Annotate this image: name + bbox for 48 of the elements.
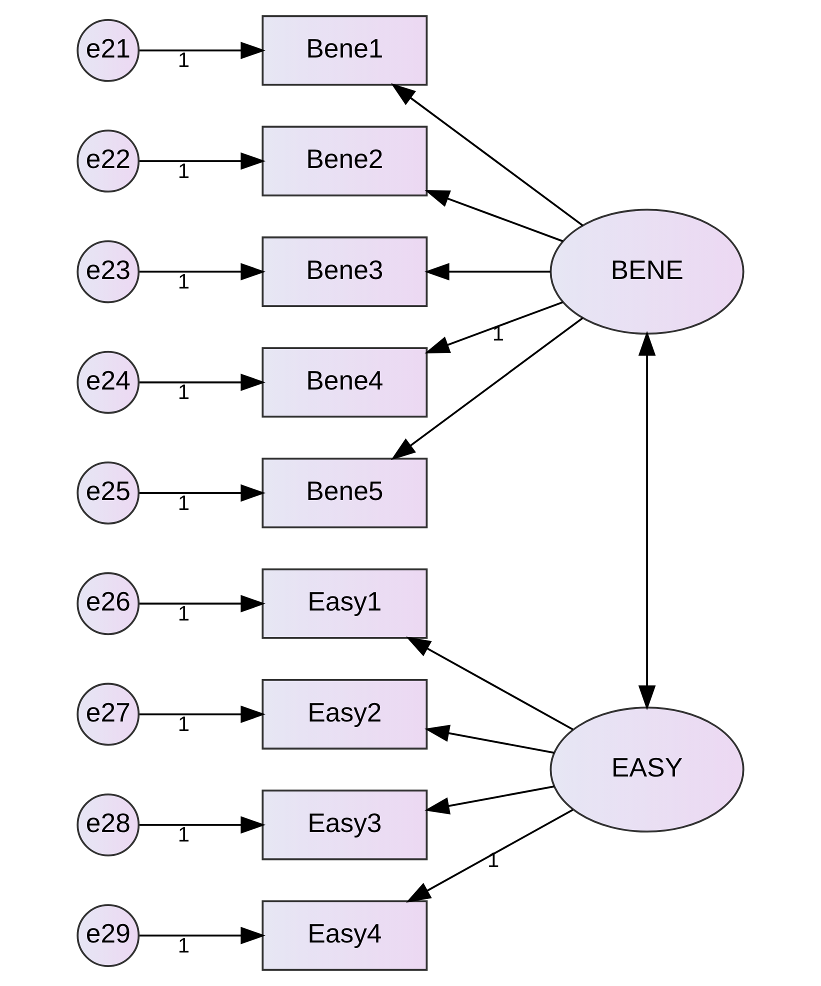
arrow [390,83,584,226]
node-circle: e21 [76,18,140,82]
node-box: Easy1 [262,568,428,639]
node-box: Bene5 [262,458,428,528]
arrow [424,190,564,242]
node-box: Bene3 [262,236,428,308]
arrow [406,808,574,903]
node-ellipse: BENE [550,208,744,335]
node-circle: e26 [76,572,140,636]
node-circle: e28 [76,793,140,856]
arrow [140,263,266,280]
node-box: Bene4 [262,347,428,418]
arrow [390,317,584,460]
edge-label: 1 [178,270,190,294]
arrow [140,594,266,612]
arrow [424,263,551,280]
node-circle: e27 [76,682,140,746]
edge-label: 1 [178,492,190,515]
edge-label: 1 [178,824,190,847]
node-ellipse: EASY [550,706,744,833]
node-circle: e29 [76,904,140,968]
arrow [140,42,266,60]
node-circle: e23 [76,240,140,304]
node-circle: e25 [76,462,140,524]
arrow [140,816,266,834]
arrow [140,706,266,723]
node-box: Easy3 [262,790,428,860]
arrow [424,724,554,754]
edge-label: 1 [178,934,190,958]
edge-label: 1 [178,381,190,404]
arrow [424,301,564,354]
arrow [638,330,656,710]
node-box: Bene1 [262,15,428,86]
node-box: Easy2 [262,678,428,750]
edge-label: 1 [178,713,190,736]
arrow [140,484,266,502]
edge-label: 1 [178,49,190,72]
arrow [140,374,266,392]
edge-label: 1 [178,602,190,626]
node-box: Easy4 [262,900,428,971]
node-circle: e22 [76,130,140,193]
arrow [140,926,266,944]
arrow [424,786,554,814]
node-circle: e24 [76,350,140,414]
node-box: Bene2 [262,126,428,196]
arrow [406,636,574,730]
edge-label: 1 [178,160,190,183]
arrow [140,152,266,170]
